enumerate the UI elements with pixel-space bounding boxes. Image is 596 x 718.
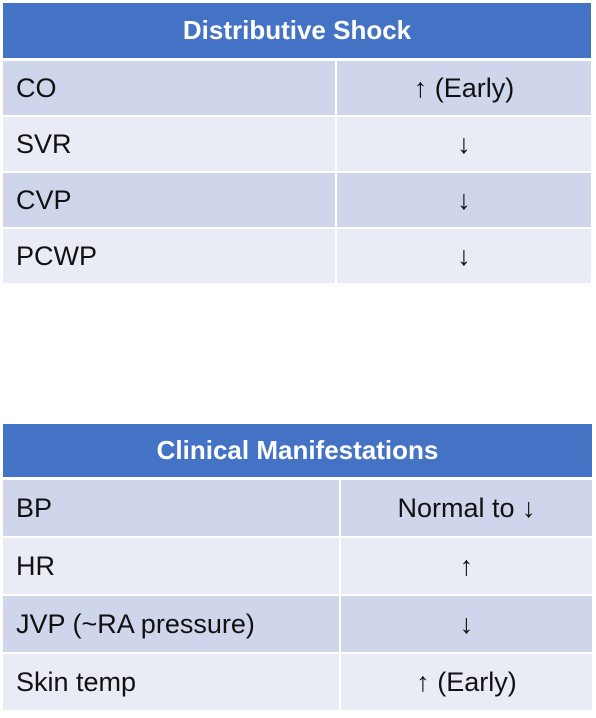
distributive-shock-table: Distributive Shock CO ↑ (Early) SVR ↓ CV… <box>3 3 591 283</box>
clinical-manifestations-table: Clinical Manifestations BP Normal to ↓ H… <box>3 424 593 710</box>
parameter-label: BP <box>3 477 340 537</box>
table-row-cvp: CVP ↓ <box>3 171 591 228</box>
table-title: Distributive Shock <box>3 3 591 61</box>
parameter-value: Normal to ↓ <box>338 477 593 537</box>
parameter-value: ↑ <box>338 536 593 595</box>
parameter-value: ↓ <box>335 171 591 228</box>
table-row-hr: HR ↑ <box>3 536 593 595</box>
parameter-label: PCWP <box>3 227 336 283</box>
parameter-label: JVP (~RA pressure) <box>3 594 340 653</box>
table-row-skin-temp: Skin temp ↑ (Early) <box>3 652 593 710</box>
parameter-label: CO <box>3 58 336 116</box>
parameter-value-highlighted: ↓ <box>335 115 591 172</box>
table-row-bp: BP Normal to ↓ <box>3 477 593 537</box>
table-title: Clinical Manifestations <box>3 424 593 480</box>
parameter-value: ↑ (Early) <box>335 58 591 116</box>
parameter-label: Skin temp <box>3 652 340 710</box>
parameter-label: CVP <box>3 171 336 228</box>
parameter-value: ↑ (Early) <box>338 652 593 710</box>
table-row-svr: SVR ↓ <box>3 115 591 172</box>
table-header-row: Distributive Shock <box>3 3 591 61</box>
parameter-value: ↓ <box>335 227 591 283</box>
table-row-jvp: JVP (~RA pressure) ↓ <box>3 594 593 653</box>
table-row-co: CO ↑ (Early) <box>3 58 591 116</box>
table-header-row: Clinical Manifestations <box>3 424 593 480</box>
table-row-pcwp: PCWP ↓ <box>3 227 591 283</box>
parameter-label: SVR <box>3 115 336 172</box>
parameter-value: ↓ <box>338 594 593 653</box>
parameter-label: HR <box>3 536 340 595</box>
